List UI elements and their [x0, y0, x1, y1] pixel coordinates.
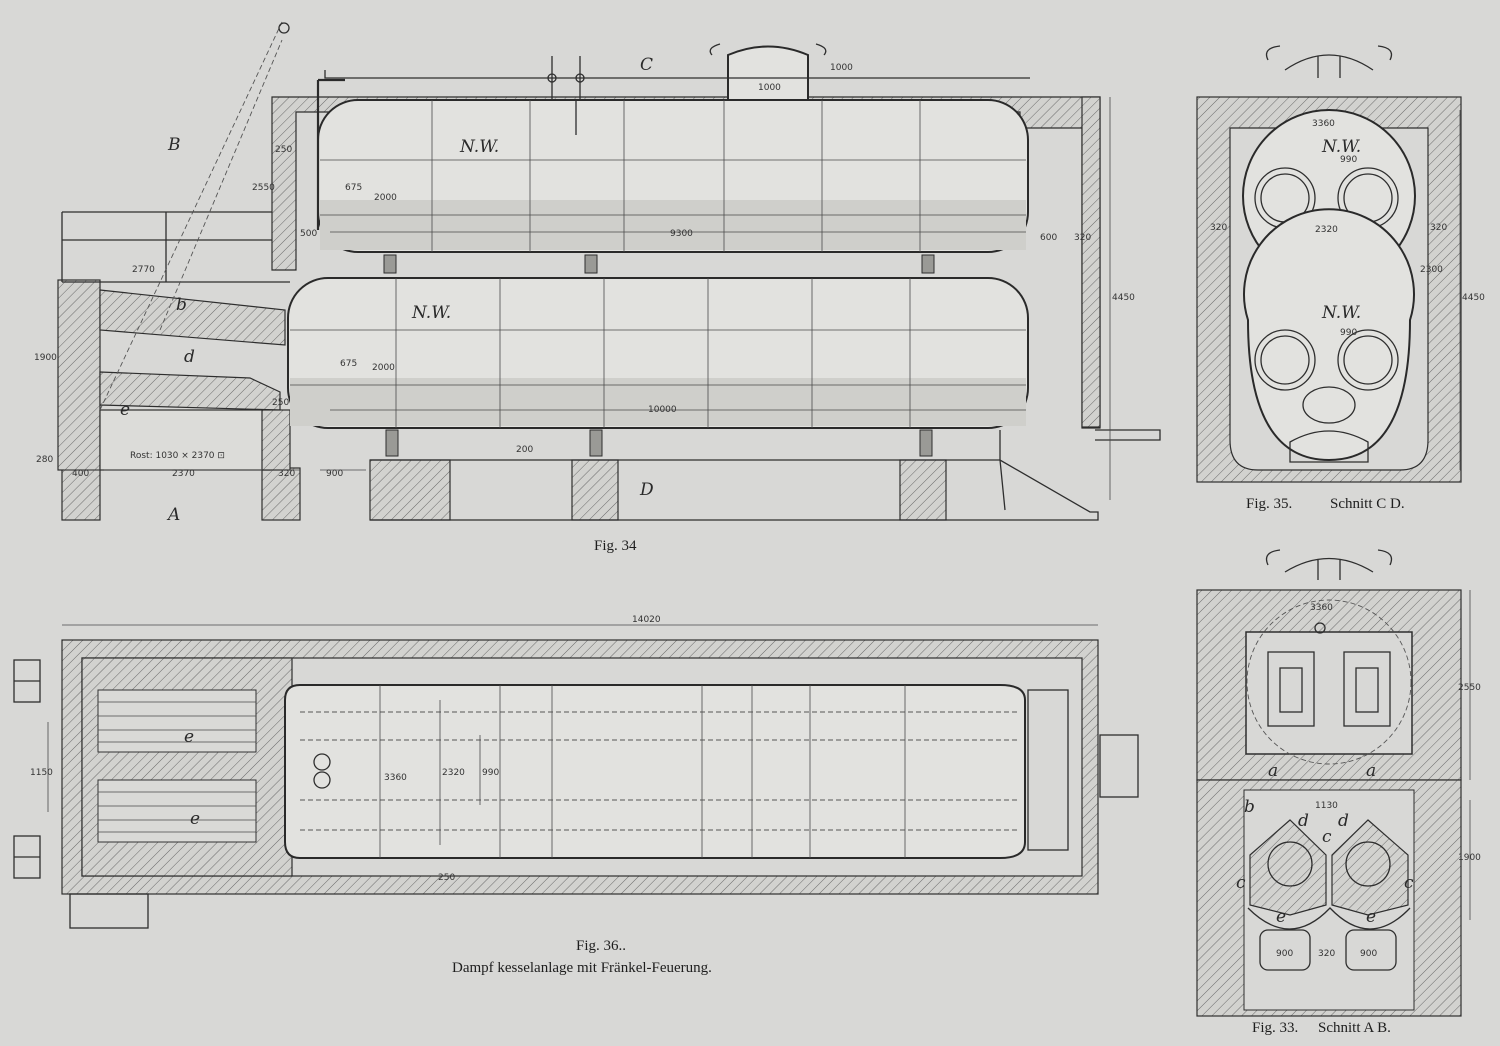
letter-a-1: A: [166, 505, 180, 525]
fig35-dim-3360: 3360: [1312, 119, 1335, 129]
fig35-dim-4450: 4450: [1462, 293, 1485, 303]
fig34-upper-drum-label: N.W.: [459, 137, 499, 157]
dim-dome-height: 1000: [830, 63, 853, 73]
dim-900: 900: [326, 469, 343, 479]
fig33-dim-1130: 1130: [1315, 801, 1338, 811]
fig36-caption: Fig. 36..: [576, 938, 626, 954]
dim-2370: 2370: [172, 469, 195, 479]
dim-400: 400: [72, 469, 89, 479]
dim-9300: 9300: [670, 229, 693, 239]
dim-2000-upper: 2000: [374, 193, 397, 203]
fig35-dim-320-left: 320: [1210, 223, 1227, 233]
fig33-dim-3360: 3360: [1310, 603, 1333, 613]
dim-1900: 1900: [34, 353, 57, 363]
dim-280: 280: [36, 455, 53, 465]
fig36-dim-1150: 1150: [30, 768, 53, 778]
fig33-dim-320: 320: [1318, 949, 1335, 959]
dim-200: 200: [516, 445, 533, 455]
fig33-letter-a-right: a: [1366, 761, 1376, 781]
fig33-letter-d-right: d: [1338, 811, 1349, 831]
dim-2000-lower: 2000: [372, 363, 395, 373]
dim-2550: 2550: [252, 183, 275, 193]
letter-d-1: D: [639, 480, 654, 500]
fig34-caption: Fig. 34: [594, 538, 637, 554]
fig33-dim-1900: 1900: [1458, 853, 1481, 863]
dim-600: 600: [1040, 233, 1057, 243]
dim-500: 500: [300, 229, 317, 239]
fig35-section-cd: N.W. N.W. 3360 990 2320 320 320 2300 990…: [1196, 45, 1485, 512]
fig34-lower-drum-label: N.W.: [411, 303, 451, 323]
fig33-letter-b: b: [1244, 797, 1255, 817]
fig35-dim-990-upper: 990: [1340, 155, 1357, 165]
fig35-lower-label: N.W.: [1321, 303, 1361, 323]
dim-4450: 4450: [1112, 293, 1135, 303]
fig35-caption: Fig. 35.: [1246, 496, 1292, 512]
dim-dome: 1000: [758, 83, 781, 93]
fig33-section-ab: a a b d d c c c e e 3360 2550 1130 1900 …: [1196, 549, 1481, 1036]
fig33-letter-e-left: e: [1276, 907, 1286, 927]
fig36-letter-e-top: e: [184, 727, 194, 747]
letter-e-small: e: [120, 400, 130, 420]
fig33-section-label: Schnitt A B.: [1318, 1020, 1391, 1036]
fig36-dim-3360: 3360: [384, 773, 407, 783]
fig36-plan-view: e e 14020 1150 3360 2320 990 250 Fig. 36…: [13, 615, 1139, 976]
dim-2770: 2770: [132, 265, 155, 275]
fig33-dim-900-left: 900: [1276, 949, 1293, 959]
fig36-letter-e-bottom: e: [190, 809, 200, 829]
fig36-title: Dampf kesselanlage mit Fränkel-Feuerung.: [452, 960, 712, 976]
fig34-grate-label: Rost: 1030 × 2370 ⊡: [130, 451, 225, 461]
fig33-letter-c-left: c: [1236, 873, 1246, 893]
dim-320-rear: 320: [1074, 233, 1091, 243]
fig33-letter-c-right: c: [1404, 873, 1414, 893]
dim-top-offset: 250: [275, 145, 292, 155]
dim-320-front: 320: [278, 469, 295, 479]
fig33-letter-c-mid: c: [1322, 827, 1332, 847]
fig33-dim-2550: 2550: [1458, 683, 1481, 693]
fig33-letter-e-right: e: [1366, 907, 1376, 927]
fig35-upper-label: N.W.: [1321, 137, 1361, 157]
fig35-dim-320-right: 320: [1430, 223, 1447, 233]
letter-b-1: B: [167, 135, 181, 155]
dim-675-lower: 675: [340, 359, 357, 369]
fig33-caption: Fig. 33.: [1252, 1020, 1298, 1036]
fig33-dim-900-right: 900: [1360, 949, 1377, 959]
fig34-longitudinal-section: N.W. N.W. Rost: 1030 × 2370 ⊡ A B C D b …: [34, 21, 1161, 554]
dim-250-lower: 250: [272, 398, 289, 408]
fig33-letter-a-left: a: [1268, 761, 1278, 781]
fig35-dim-2320: 2320: [1315, 225, 1338, 235]
fig33-letter-d-left: d: [1298, 811, 1309, 831]
fig35-section-label: Schnitt C D.: [1330, 496, 1405, 512]
fig35-dim-2300: 2300: [1420, 265, 1443, 275]
fig36-dim-990: 990: [482, 768, 499, 778]
fig35-dim-990-lower: 990: [1340, 328, 1357, 338]
fig36-dim-14020: 14020: [632, 615, 661, 625]
dim-675-upper: 675: [345, 183, 362, 193]
dim-10000: 10000: [648, 405, 677, 415]
fig36-dim-250: 250: [438, 873, 455, 883]
letter-d-small: d: [184, 347, 195, 367]
letter-c-1: C: [640, 55, 653, 75]
letter-b-small: b: [176, 295, 187, 315]
fig36-dim-2320: 2320: [442, 768, 465, 778]
